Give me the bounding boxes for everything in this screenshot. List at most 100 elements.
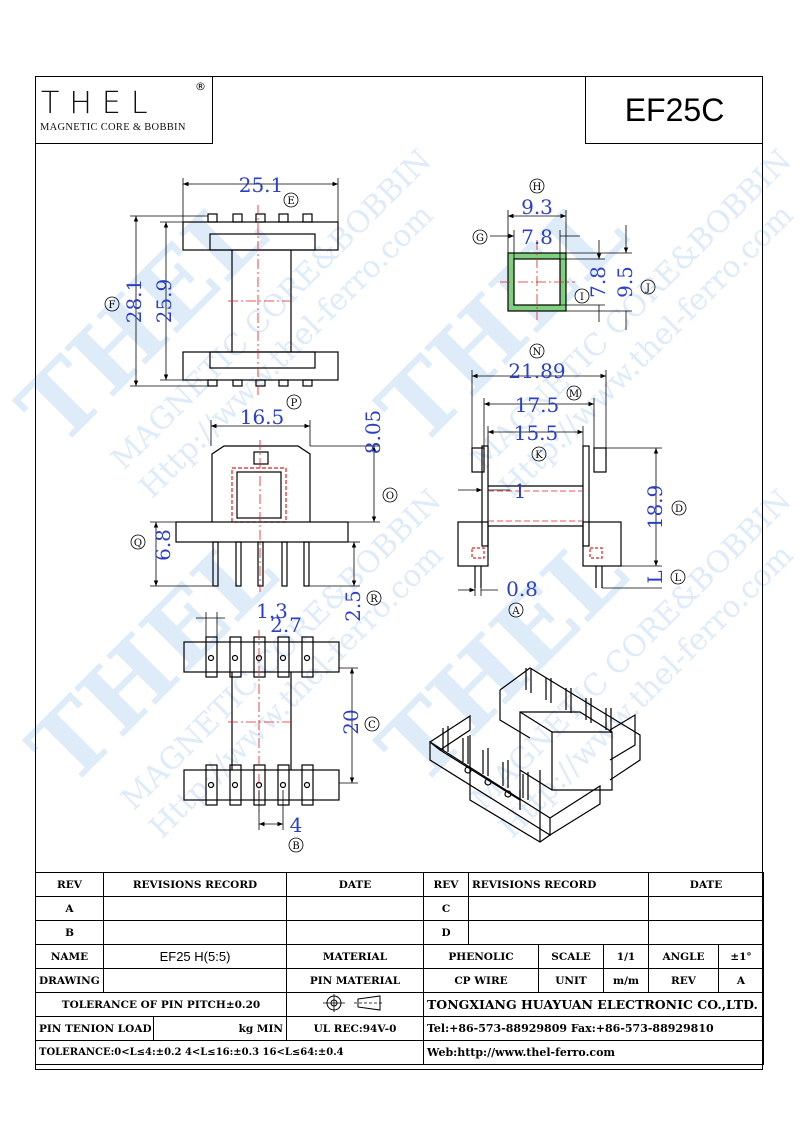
label-j: J bbox=[645, 283, 650, 294]
side-view bbox=[457, 370, 662, 596]
pin-tension-label: PIN TENION LOAD bbox=[35, 1016, 154, 1041]
label-circle-g bbox=[472, 229, 488, 245]
material-label: MATERIAL bbox=[286, 944, 424, 969]
dim-row-distance: 20 bbox=[339, 709, 363, 734]
rev-c-date bbox=[648, 896, 764, 921]
watermark-4: THEL MAGNETIC CORE&BOBBIN Http://www.the… bbox=[358, 483, 800, 845]
label-circle-b bbox=[288, 837, 304, 853]
label-circle-f bbox=[104, 296, 120, 312]
material-value: PHENOLIC bbox=[423, 944, 539, 969]
front-view bbox=[150, 420, 380, 592]
label-circle-d bbox=[671, 500, 687, 516]
label-circle-p bbox=[286, 394, 302, 410]
dim-pin-dia-b: 2.7 bbox=[270, 613, 302, 637]
dim-pin-thk: 0.8 bbox=[506, 577, 538, 601]
dim-top-width: 25.1 bbox=[239, 173, 284, 197]
drawing-frame bbox=[35, 76, 763, 1070]
rev-a-record bbox=[103, 896, 287, 921]
label-l: L bbox=[675, 573, 682, 584]
top-view bbox=[130, 178, 339, 395]
registered-mark: ® bbox=[195, 80, 206, 93]
rev-c-record bbox=[468, 896, 649, 921]
pin-material-label: PIN MATERIAL bbox=[286, 968, 424, 993]
revisions-header-1: REVISIONS RECORD bbox=[103, 872, 287, 897]
rev-a: A bbox=[35, 896, 104, 921]
ul-rating: UL REC:94V-0 bbox=[286, 1016, 424, 1041]
label-circle-q bbox=[130, 534, 146, 550]
date-header-2: DATE bbox=[648, 872, 764, 897]
scale-label: SCALE bbox=[538, 944, 604, 969]
rev-label: REV bbox=[648, 968, 719, 993]
label-circle-c bbox=[364, 716, 380, 732]
rev-header-1: REV bbox=[35, 872, 104, 897]
dim-side-width: 21.89 bbox=[508, 359, 565, 383]
label-b: B bbox=[292, 841, 299, 852]
watermark-2: THEL MAGNETIC CORE&BOBBIN Http://www.the… bbox=[358, 143, 800, 505]
logo-brand: THEL bbox=[41, 86, 158, 121]
rev-b-date bbox=[286, 920, 424, 945]
tolerance-symbols bbox=[286, 992, 424, 1017]
label-o: O bbox=[386, 491, 394, 502]
rev-b-record bbox=[103, 920, 287, 945]
rev-d-record bbox=[468, 920, 649, 945]
dim-window-outer: 9.3 bbox=[521, 195, 553, 219]
dim-pin-length: 2.5 bbox=[341, 590, 365, 622]
scale-value: 1/1 bbox=[603, 944, 649, 969]
dim-side-inner: 15.5 bbox=[514, 421, 559, 445]
label-e: E bbox=[287, 196, 294, 207]
dim-window-outer-v: 9.5 bbox=[613, 266, 637, 298]
dim-pin-dia-a: 1.3 bbox=[256, 599, 288, 623]
label-circle-i bbox=[574, 288, 590, 304]
rev-b: B bbox=[35, 920, 104, 945]
dim-window-inner: 7.8 bbox=[521, 225, 553, 249]
label-q: Q bbox=[134, 538, 142, 549]
rev-c: C bbox=[423, 896, 469, 921]
rev-value: A bbox=[718, 968, 764, 993]
label-d: D bbox=[675, 504, 683, 515]
rev-header-2: REV bbox=[423, 872, 469, 897]
label-circle-o bbox=[382, 487, 398, 503]
label-c: C bbox=[368, 720, 376, 731]
label-circle-n bbox=[529, 343, 545, 359]
label-circle-e bbox=[283, 192, 299, 208]
label-p: P bbox=[291, 398, 298, 409]
date-header-1: DATE bbox=[286, 872, 424, 897]
label-circle-h bbox=[529, 178, 545, 194]
isometric-view bbox=[428, 667, 641, 843]
label-g: G bbox=[476, 233, 484, 244]
drawing-no-value bbox=[103, 968, 287, 993]
bottom-view bbox=[183, 612, 358, 830]
dim-side-height: 18.9 bbox=[643, 485, 667, 530]
company-name: TONGXIANG HUAYUAN ELECTRONIC CO.,LTD. (T… bbox=[423, 992, 764, 1017]
tolerance-pitch: TOLERANCE OF PIN PITCH±0.20 bbox=[35, 992, 287, 1017]
dim-side-mid: 17.5 bbox=[515, 393, 560, 417]
pin-tension-unit: kg MIN bbox=[153, 1016, 287, 1041]
window-section bbox=[490, 210, 632, 330]
dim-front-width: 16.5 bbox=[240, 405, 285, 429]
projection-symbol-icon bbox=[323, 994, 384, 1012]
label-h: H bbox=[533, 182, 542, 193]
general-tolerance: TOLERANCE:0<L≤4:±0.2 4<L≤16:±0.3 16<L≤64… bbox=[35, 1040, 424, 1065]
watermark-1: THEL MAGNETIC CORE&BOBBIN Http://www.the… bbox=[0, 143, 440, 505]
label-r: R bbox=[370, 594, 378, 605]
label-circle-m bbox=[566, 385, 582, 401]
watermark-layer: THEL MAGNETIC CORE&BOBBIN Http://www.the… bbox=[0, 143, 800, 845]
angle-value: ±1° bbox=[718, 944, 764, 969]
watermark-3: THEL MAGNETIC CORE&BOBBIN Http://www.the… bbox=[8, 483, 450, 845]
label-a: A bbox=[511, 606, 520, 617]
dim-window-inner-v: 7.8 bbox=[586, 266, 610, 298]
logo-subtitle: MAGNETIC CORE & BOBBIN bbox=[40, 122, 186, 133]
unit-label: UNIT bbox=[538, 968, 604, 993]
dim-side-pin-len: L bbox=[643, 570, 667, 583]
company-tel: Tel:+86-573-88929809 Fax:+86-573-8892981… bbox=[423, 1016, 764, 1041]
label-k: K bbox=[535, 450, 543, 461]
label-m: M bbox=[569, 389, 579, 400]
label-circle-j bbox=[640, 279, 656, 295]
rev-d-date bbox=[648, 920, 764, 945]
rev-a-date bbox=[286, 896, 424, 921]
company-web: Web:http://www.thel-ferro.com bbox=[423, 1040, 764, 1065]
name-label: NAME bbox=[35, 944, 104, 969]
dim-pin-pitch: 4 bbox=[290, 813, 303, 837]
dim-overall-height: 28.1 bbox=[122, 279, 146, 324]
